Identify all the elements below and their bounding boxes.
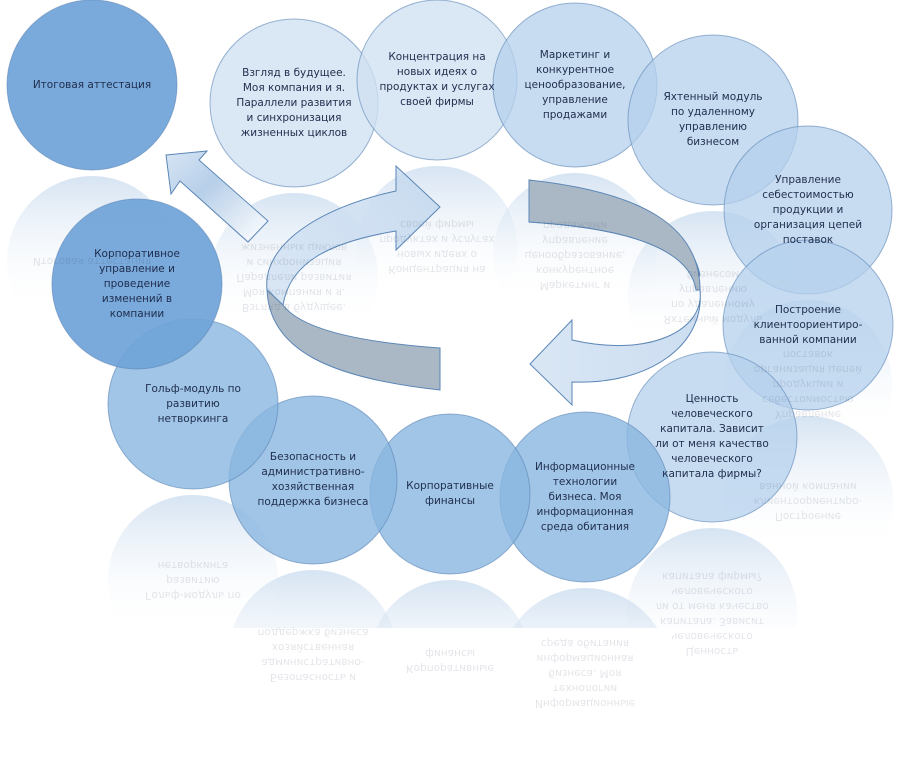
cycle-arrow-top-icon [266,164,441,307]
node-reflection [357,166,517,326]
node-circle-final [6,0,178,171]
node-reflection [512,588,658,628]
node-circle-governance [51,198,223,370]
node-circle-client [722,239,894,411]
circles-layer [6,0,894,583]
node-reflection [108,495,278,628]
node-circle-future [209,18,379,188]
cycle-arrow-right-band-2 [528,179,701,291]
arrows-layer [165,150,701,407]
node-reflection [376,580,524,628]
arrow-to-final-icon [165,150,269,243]
cycle-arrow-bottom-icon [529,289,701,407]
node-reflection [627,528,797,628]
cycle-diagram [6,0,894,628]
cycle-arrow-left-band [266,286,441,391]
